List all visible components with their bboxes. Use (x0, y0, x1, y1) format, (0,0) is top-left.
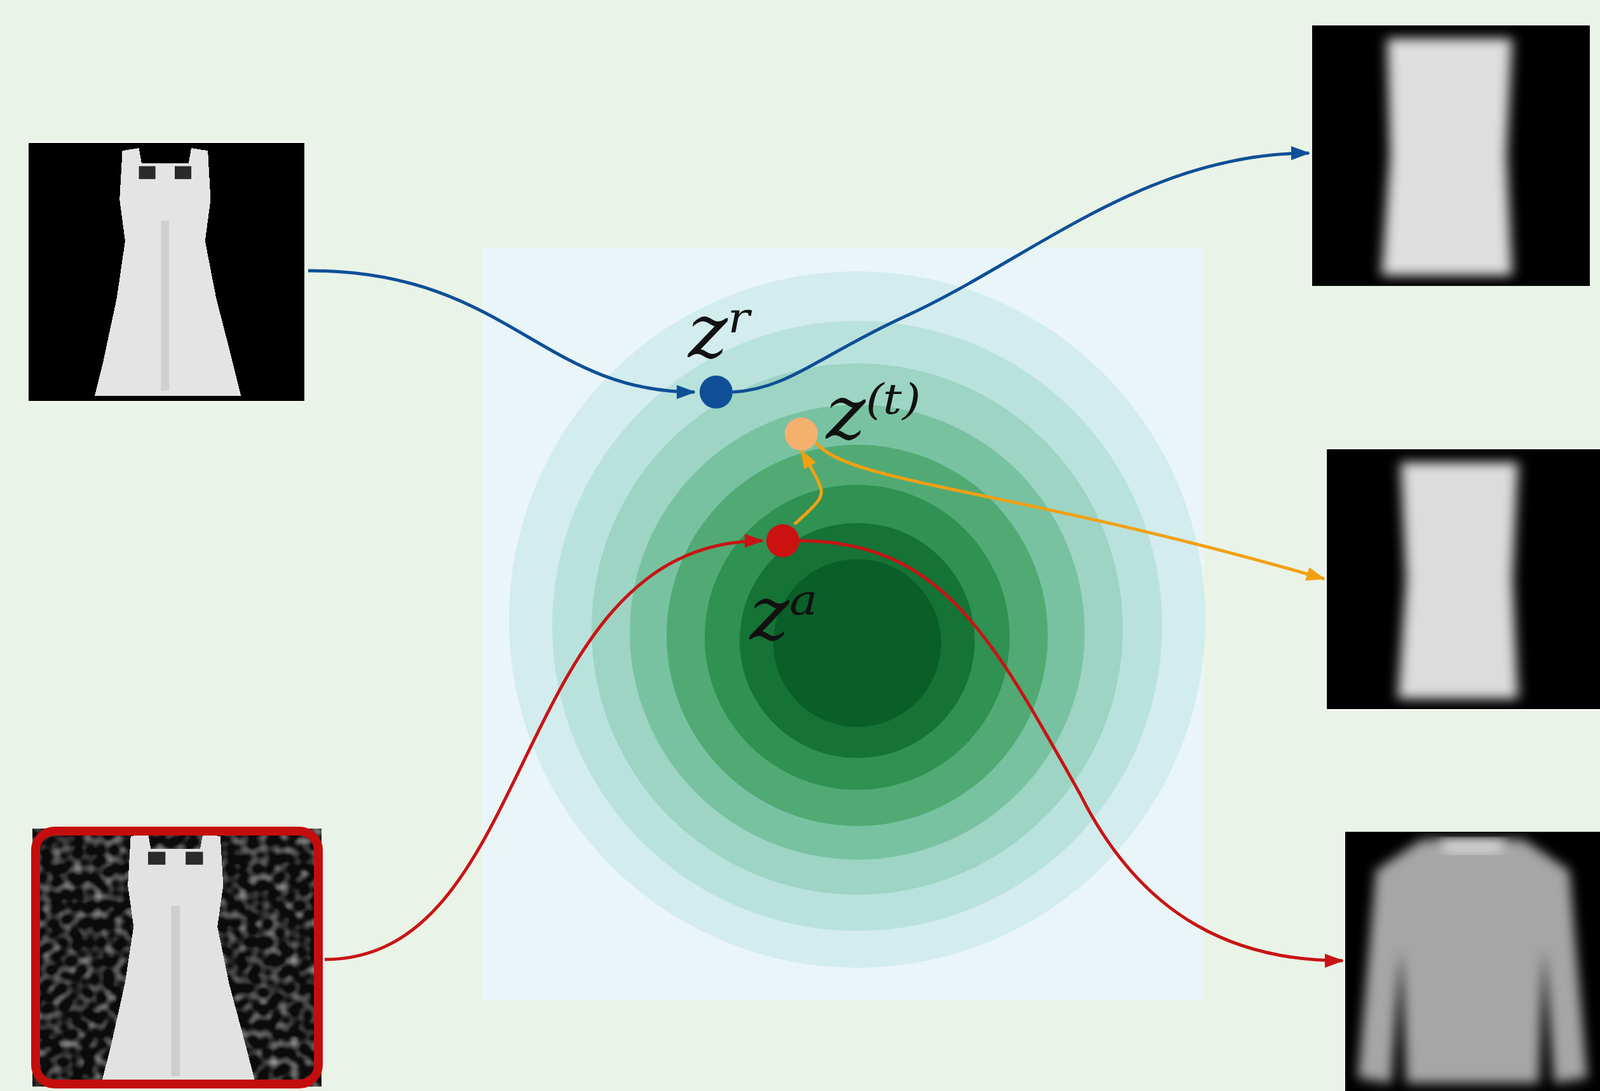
reconstruction-image (1345, 831, 1600, 1091)
point-dot (699, 375, 733, 409)
latent-panel (481, 247, 1205, 1001)
point-dot (766, 524, 800, 558)
point-label: zʳ (688, 293, 754, 369)
connector (794, 450, 821, 525)
reconstruction-image (1325, 447, 1600, 711)
decode-curve (815, 442, 1325, 579)
encode-curve (324, 540, 763, 960)
point-dot (699, 375, 733, 409)
density-rings (508, 271, 1206, 968)
latent-point: z⁽ᵗ⁾ (784, 417, 818, 451)
point-label: zᵃ (749, 575, 818, 651)
adversarial-image (32, 828, 322, 1087)
input-image (28, 141, 305, 402)
decode-curve (732, 153, 1309, 393)
decode-curve (799, 540, 1343, 961)
latent-point: zʳ (699, 375, 733, 409)
point-dot (766, 524, 800, 558)
encode-curve (308, 270, 695, 393)
point-dot (784, 417, 818, 451)
latent-point: zᵃ (766, 524, 800, 558)
point-label: z⁽ᵗ⁾ (826, 374, 921, 450)
point-dot (784, 417, 818, 451)
reconstruction-image (1312, 25, 1590, 286)
